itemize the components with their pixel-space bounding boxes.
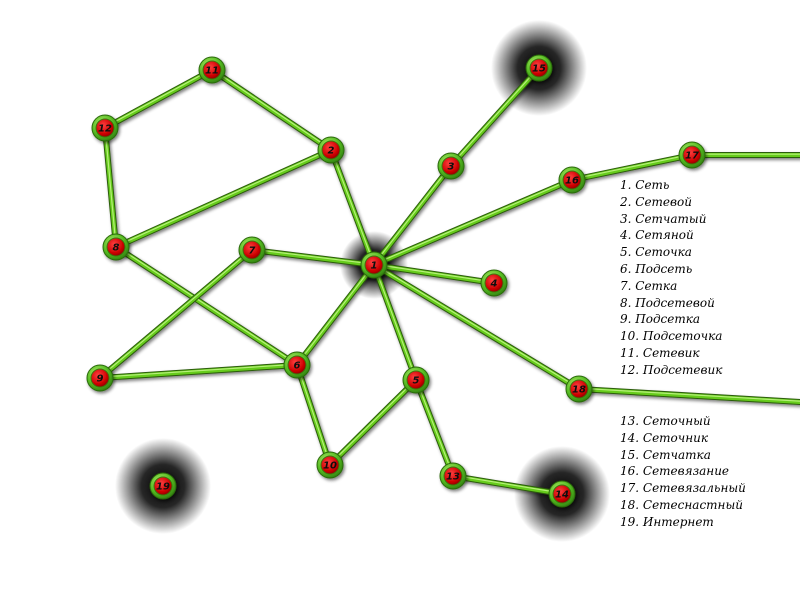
legend-item: 16. Сетевязание <box>620 464 730 479</box>
legend-item: 13. Сеточный <box>620 414 711 428</box>
legend-item: 9. Подсетка <box>620 312 701 327</box>
edge-9-6 <box>97 362 300 381</box>
legend-item: 6. Подсеть <box>620 261 693 276</box>
legend-item: 5. Сеточка <box>620 245 692 260</box>
edge-18-edge-right-bottom <box>576 386 800 405</box>
node-5: 5 <box>402 366 430 394</box>
legend-item: 19. Интернет <box>620 514 714 529</box>
legend-item: 15. Сетчатка <box>620 447 711 462</box>
node-label-17: 17 <box>685 151 699 162</box>
node-label-16: 16 <box>565 176 579 187</box>
node-label-6: 6 <box>294 361 301 372</box>
node-label-15: 15 <box>532 64 546 75</box>
legend-item: 3. Сетчатый <box>620 211 707 226</box>
legend-item: 12. Подсетевик <box>620 362 723 377</box>
node-7: 7 <box>238 236 266 264</box>
node-label-14: 14 <box>555 490 569 501</box>
node-4: 4 <box>480 269 508 297</box>
node-label-7: 7 <box>249 246 256 257</box>
node-18: 18 <box>565 375 593 403</box>
legend-item: 10. Подсеточка <box>620 329 723 344</box>
edge-3-15 <box>448 65 542 169</box>
node-1: 1 <box>360 251 388 279</box>
node-19: 19 <box>149 472 177 500</box>
node-label-9: 9 <box>97 374 104 385</box>
node-17: 17 <box>678 141 706 169</box>
edge-17-edge-right-top <box>689 152 800 158</box>
edge-8-6 <box>113 244 300 368</box>
legend-item: 7. Сетка <box>620 278 678 293</box>
legend-item: 4. Сетяной <box>620 228 694 243</box>
edge-12-8 <box>102 125 119 250</box>
legend-item: 8. Подсетевой <box>620 295 715 310</box>
edge-1-16 <box>371 177 575 268</box>
node-label-19: 19 <box>156 482 170 493</box>
legend-item: 2. Сетевой <box>620 194 692 209</box>
node-3: 3 <box>437 152 465 180</box>
edge-13-14 <box>450 473 565 497</box>
node-6: 6 <box>283 351 311 379</box>
node-8: 8 <box>102 233 130 261</box>
edge-1-7 <box>249 247 377 268</box>
edges-layer <box>97 65 800 497</box>
node-10: 10 <box>316 451 344 479</box>
edge-2-8 <box>113 147 334 250</box>
legend-group-2: 13. Сеточный 14. Сеточник 15. Сетчатка 16. … <box>620 413 746 531</box>
node-13: 13 <box>439 462 467 490</box>
edge-1-4 <box>371 262 497 286</box>
node-9: 9 <box>86 364 114 392</box>
node-label-11: 11 <box>205 66 219 77</box>
edge-6-10 <box>294 362 333 468</box>
legend-item: 17. Сетевязальный <box>620 481 746 496</box>
edge-10-5 <box>327 377 419 468</box>
edge-1-5 <box>371 262 419 383</box>
legend-group-1: 1. Сеть 2. Сетевой 3. Сетчатый 4. Сетяной 5.… <box>620 177 722 379</box>
edge-1-2 <box>328 147 377 268</box>
node-label-12: 12 <box>98 124 112 135</box>
edge-1-18 <box>371 262 582 392</box>
node-16: 16 <box>558 166 586 194</box>
node-label-13: 13 <box>446 472 460 483</box>
edge-7-9 <box>97 247 255 381</box>
node-15: 15 <box>525 54 553 82</box>
node-14: 14 <box>548 480 576 508</box>
node-label-5: 5 <box>413 376 420 387</box>
node-label-10: 10 <box>323 461 337 472</box>
legend-item: 14. Сеточник <box>620 430 709 445</box>
node-label-8: 8 <box>113 243 120 254</box>
node-label-1: 1 <box>371 261 378 272</box>
node-label-3: 3 <box>448 162 455 173</box>
node-12: 12 <box>91 114 119 142</box>
node-11: 11 <box>198 56 226 84</box>
node-label-2: 2 <box>328 146 335 157</box>
edge-1-3 <box>371 163 454 268</box>
node-2: 2 <box>317 136 345 164</box>
node-label-4: 4 <box>490 279 498 290</box>
legend-item: 18. Сетеснастный <box>620 497 743 512</box>
edge-5-13 <box>413 377 456 479</box>
edge-16-17 <box>569 152 695 183</box>
edge-11-12 <box>102 67 215 131</box>
node-label-18: 18 <box>572 385 586 396</box>
edge-1-6 <box>294 262 377 368</box>
legend-item: 1. Сеть <box>620 178 670 192</box>
edge-2-11 <box>209 67 334 153</box>
legend-item: 11. Сетевик <box>620 345 700 360</box>
